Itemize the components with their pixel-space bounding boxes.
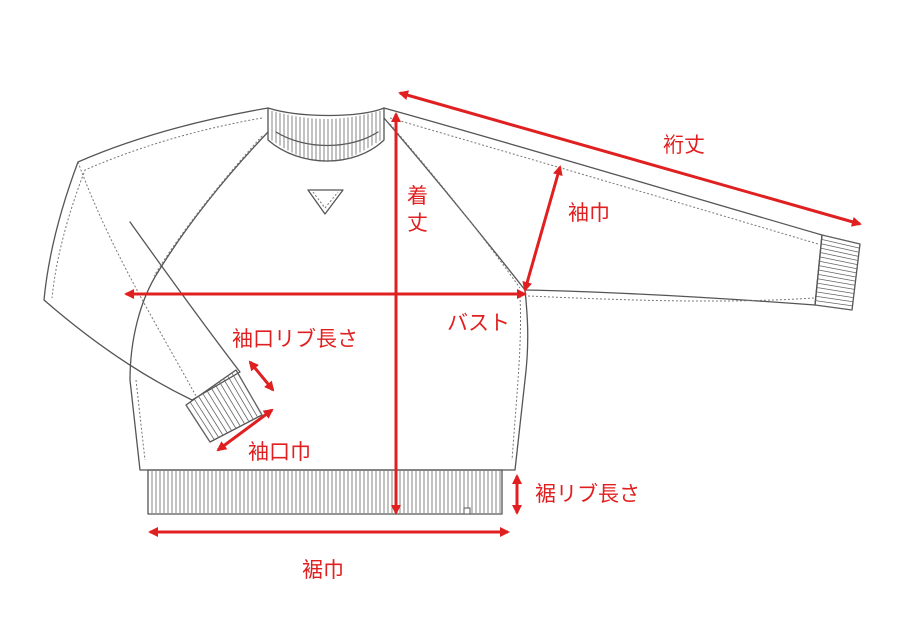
rib-line	[816, 287, 855, 294]
rib-line	[818, 269, 857, 278]
rib-line	[817, 282, 855, 290]
rib-line	[817, 273, 856, 282]
rib-line	[816, 291, 854, 299]
rib-line	[820, 252, 859, 261]
suso-haba-label: 裾巾	[302, 558, 344, 582]
sodeguchi-rib-arrow	[248, 360, 275, 392]
kitake-label-bottom: 丈	[407, 211, 428, 235]
rib-line	[817, 278, 856, 286]
rib-line	[819, 260, 858, 270]
hem-rib	[147, 469, 503, 515]
neck-rib	[267, 107, 385, 215]
rib-line	[821, 243, 860, 253]
sodeguchi-haba-label: 袖口巾	[248, 440, 311, 464]
sodehaba-arrow	[522, 165, 563, 292]
rib-line	[193, 398, 220, 438]
suso-rib-label: 裾リブ長さ	[535, 482, 640, 506]
left-sleeve	[43, 107, 269, 401]
sodeguchi-rib-label: 袖口リブ長さ	[232, 327, 358, 351]
sweatshirt-outline	[43, 107, 823, 471]
kitake-label-top: 着	[407, 184, 428, 208]
rib-line	[819, 256, 858, 266]
yuki-label: 裄丈	[663, 133, 705, 157]
right-cuff-rib	[814, 234, 861, 311]
body	[129, 271, 529, 471]
rib-line	[235, 369, 263, 416]
rib-line	[815, 300, 853, 307]
rib-line	[821, 234, 861, 245]
rib-line	[820, 247, 859, 257]
rib-line	[821, 238, 860, 249]
sodehaba-label: 袖巾	[568, 201, 610, 225]
rib-line	[227, 375, 254, 420]
rib-line	[818, 265, 857, 274]
rib-line	[189, 401, 215, 440]
bust-label: バスト	[447, 311, 510, 335]
rib-line	[231, 372, 259, 418]
rib-line	[814, 304, 853, 311]
sodeguchi-haba-arrow	[216, 408, 274, 452]
rib-line	[815, 295, 854, 303]
measurement-arrows	[124, 90, 862, 537]
yuki-arrow	[398, 90, 862, 227]
measurement-labels: 裄丈 袖巾 着 丈 バスト 袖口リブ長さ 袖口巾 裾リブ長さ 裾巾	[232, 133, 705, 582]
rib-line	[185, 404, 211, 443]
